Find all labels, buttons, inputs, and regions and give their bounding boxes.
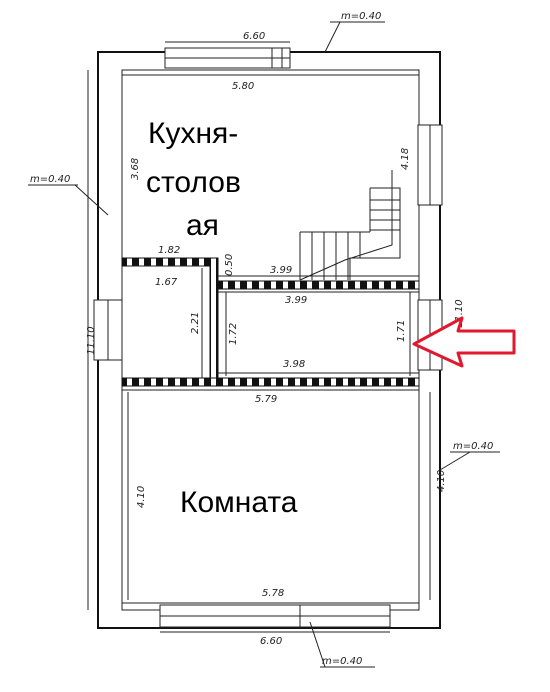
outer-wall-inner — [121, 69, 420, 611]
wall-thickness-top: m=0.40 — [341, 11, 381, 22]
dim-stair-height: 4.18 — [400, 148, 411, 170]
dim-left-overall: 11.10 — [86, 326, 97, 355]
window-bottom-right — [299, 604, 391, 628]
dim-right-overall: 11.10 — [454, 299, 465, 328]
dim-room-height-left: 4.10 — [136, 486, 147, 508]
dim-room-height-right: 4.10 — [436, 470, 447, 492]
dim-pantry-height: 2.21 — [190, 312, 201, 334]
dim-top-outer: 6.60 — [243, 31, 265, 42]
window-right-upper — [417, 124, 443, 206]
kitchen-label-line2: столов — [146, 166, 241, 199]
partition-pantry-hall — [209, 257, 219, 386]
dim-bottom-outer: 6.60 — [260, 636, 282, 647]
wall-thickness-left: m=0.40 — [30, 174, 70, 185]
wall-thickness-right: m=0.40 — [453, 441, 493, 452]
kitchen-label-line1: Кухня- — [148, 117, 238, 150]
partition-hall-top — [209, 280, 420, 290]
kitchen-label-line3: ая — [186, 209, 219, 242]
dim-top-inner: 5.80 — [232, 81, 254, 92]
partition-kitchen-pantry — [121, 257, 218, 267]
dim-pantry-top: 1.82 — [158, 245, 180, 256]
dim-kitchen-height: 3.68 — [130, 158, 141, 180]
dim-hall-top: 3.99 — [285, 295, 307, 306]
dim-hall-bottom: 3.98 — [283, 359, 305, 370]
dimension-lines — [28, 21, 500, 668]
window-top — [164, 47, 291, 69]
dim-hall-height-right: 1.71 — [396, 320, 407, 342]
window-left — [93, 299, 123, 361]
dim-bottom-inner: 5.78 — [262, 588, 284, 599]
dim-partition-small: 0.50 — [224, 254, 235, 276]
room-label: Комната — [180, 486, 298, 519]
dim-stair-width: 3.99 — [270, 265, 292, 276]
wall-thickness-bottom: m=0.40 — [322, 656, 362, 667]
red-arrow-icon — [412, 316, 516, 368]
dim-pantry-inner: 1.67 — [155, 277, 178, 288]
dim-room-width: 5.79 — [255, 394, 277, 405]
partition-room-top — [121, 377, 420, 387]
staircase — [299, 170, 401, 281]
window-bottom-left — [159, 604, 301, 628]
dim-hall-height-left: 1.72 — [228, 323, 239, 345]
